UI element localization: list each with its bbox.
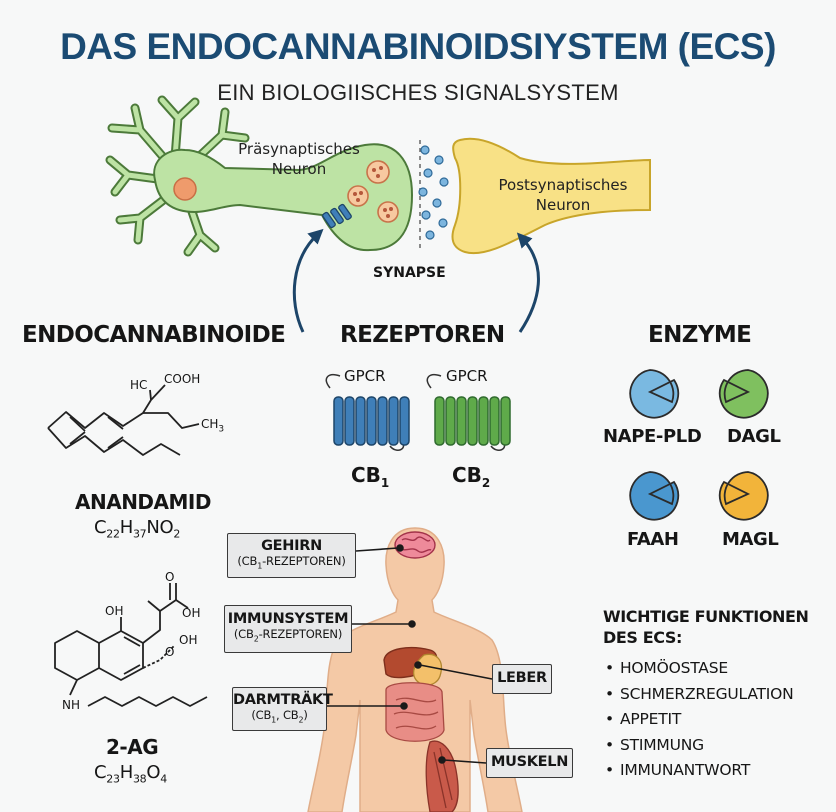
postsynaptic-neuron <box>451 137 651 255</box>
postsynaptic-neuron-label: Postsynaptisches Neuron <box>498 176 628 214</box>
anandamide-cooh: COOH <box>164 372 201 386</box>
callout-gut: DARMTRÄKT (CB1, CB2) <box>232 687 333 731</box>
muscle-icon <box>425 740 459 812</box>
function-item: APPETIT <box>605 707 794 733</box>
callout-immune-title: IMMUNSYSTEM <box>227 611 349 627</box>
vesicles <box>347 160 399 223</box>
function-item: STIMMUNG <box>605 733 794 759</box>
page-title: DAS ENDOCANNABINOIDSIYSTEM (ECS) <box>60 26 776 67</box>
anandamide-formula: C22H37NO2 <box>94 517 181 541</box>
human-body <box>307 527 523 812</box>
synapse-label: SYNAPSE <box>373 265 446 281</box>
two-ag-formula: C23H38O4 <box>94 762 167 786</box>
two-ag-name: 2-AG <box>106 735 159 759</box>
receptor-cb2-tag: GPCR <box>446 367 488 385</box>
receptor-cb1-tag: GPCR <box>344 367 386 385</box>
function-item: SCHMERZREGULATION <box>605 682 794 708</box>
two-ag-nh: NH <box>62 698 80 712</box>
two-ag-structure <box>54 583 208 707</box>
intestines-icon <box>385 682 445 742</box>
two-ag-oh-ring: OH <box>105 604 124 618</box>
callout-muscles: MUSKELN <box>486 748 573 778</box>
enzyme-dagl-glyph <box>718 369 769 419</box>
enzyme-nape-pld-glyph <box>629 369 680 419</box>
two-ag-o-peroxy: O <box>165 645 175 659</box>
dendrites-fill <box>107 97 248 255</box>
callout-liver: LEBER <box>492 664 552 694</box>
nucleus <box>173 177 197 201</box>
enzyme-glyphs <box>629 369 769 521</box>
callout-brain: GEHIRN (CB1-REZEPTOREN) <box>227 533 356 578</box>
callout-immune: IMMUNSYSTEM (CB2-REZEPTOREN) <box>224 605 352 653</box>
receptor-cb1-glyph <box>325 374 410 451</box>
arrow-right <box>516 232 540 333</box>
function-item: HOMÖOSTASE <box>605 656 794 682</box>
enzyme-magl-glyph <box>718 471 769 521</box>
brain-icon <box>394 531 436 559</box>
anandamide-hc: HC <box>130 378 148 392</box>
anandamide-structure <box>47 384 200 456</box>
presynaptic-neuron <box>105 95 413 257</box>
anandamide-ch3: CH3 <box>201 417 225 435</box>
functions-title: WICHTIGE FUNKTIONEN DES ECS: <box>603 607 809 647</box>
enzyme-dagl-label: DAGL <box>727 426 781 447</box>
callout-brain-title: GEHIRN <box>261 538 322 554</box>
presynaptic-receptor <box>322 203 352 229</box>
two-ag-o: O <box>165 570 175 584</box>
functions-list: HOMÖOSTASESCHMERZREGULATIONAPPETITSTIMMU… <box>605 656 794 784</box>
vesicle-dots <box>353 166 393 218</box>
callout-gut-title: DARMTRÄKT <box>233 692 333 708</box>
page-subtitle: EIN BIOLOGIISCHES SIGNALSYSTEM <box>217 80 619 105</box>
callout-gut-detail: (CB1, CB2) <box>251 708 308 725</box>
arrow-left <box>292 228 324 333</box>
receptor-cb1-label: CB1 <box>351 463 390 490</box>
anandamide-name: ANANDAMID <box>75 490 211 514</box>
enzyme-faah-label: FAAH <box>627 529 679 550</box>
enzyme-nape-pld-label: NAPE-PLD <box>603 426 702 447</box>
neurotransmitters <box>418 145 449 240</box>
section-endocannabinoids: ENDOCANNABINOIDE <box>22 322 286 348</box>
callout-immune-detail: (CB2-REZEPTOREN) <box>233 627 343 644</box>
section-receptors: REZEPTOREN <box>340 322 505 348</box>
two-ag-oh-peroxy: OH <box>179 633 198 647</box>
section-enzymes: ENZYME <box>648 322 752 348</box>
two-ag-oh-acid: OH <box>182 606 201 620</box>
receptor-cb2-glyph <box>426 374 511 451</box>
receptor-cb2-label: CB2 <box>452 463 491 490</box>
neuron-body <box>153 143 413 252</box>
function-item: IMMUNANTWORT <box>605 758 794 784</box>
callout-brain-detail: (CB1-REZEPTOREN) <box>237 554 346 571</box>
presynaptic-neuron-label: Präsynaptisches Neuron <box>238 140 360 178</box>
enzyme-magl-label: MAGL <box>722 529 779 550</box>
leader-lines <box>327 544 493 764</box>
enzyme-faah-glyph <box>629 471 680 521</box>
